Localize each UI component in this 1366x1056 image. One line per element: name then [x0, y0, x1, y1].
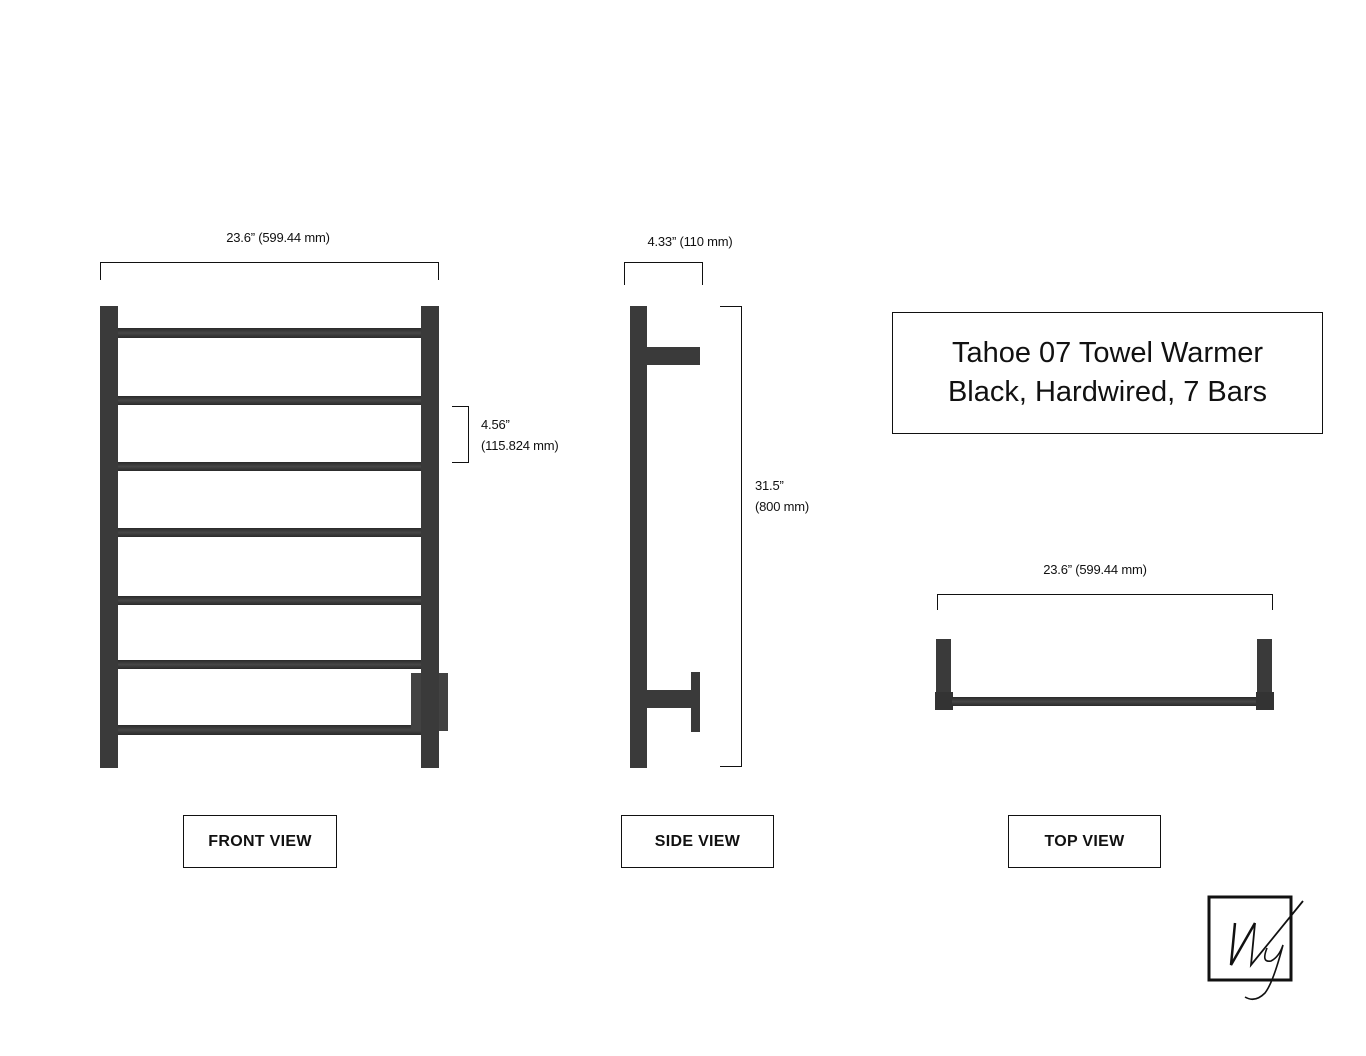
- towel-bar: [118, 660, 421, 669]
- right-post: [421, 306, 439, 768]
- front-width-dimension: 23.6” (599.44 mm): [226, 230, 330, 245]
- top-view-label: TOP VIEW: [1008, 815, 1161, 868]
- top-left-bracket: [935, 692, 953, 710]
- side-post: [630, 306, 647, 768]
- dim-tick: [1272, 594, 1273, 610]
- dim-tick: [100, 262, 101, 280]
- product-name: Tahoe 07 Towel Warmer: [951, 337, 1264, 369]
- dim-tick: [624, 262, 625, 285]
- towel-bar: [118, 596, 421, 605]
- spacing-dim-mm: (115.824 mm): [481, 438, 559, 453]
- product-title-box: Tahoe 07 Towel Warmer Black, Hardwired, …: [892, 312, 1323, 434]
- right-post-front: [421, 673, 439, 768]
- height-dim-mm: (800 mm): [755, 499, 810, 514]
- top-width-dimension: 23.6” (599.44 mm): [1043, 562, 1147, 577]
- spacing-dim-inches: 4.56”: [481, 417, 510, 432]
- depth-dim-line: [624, 262, 703, 263]
- dim-tick: [937, 594, 938, 610]
- top-width-dim-line: [937, 594, 1273, 595]
- towel-bar: [118, 396, 421, 405]
- depth-dimension: 4.33” (110 mm): [647, 234, 733, 249]
- brand-logo: [1205, 893, 1315, 1005]
- dim-tick: [452, 462, 468, 463]
- lower-wall-bracket: [647, 690, 692, 708]
- dim-tick: [702, 262, 703, 285]
- height-dim-line: [741, 306, 742, 767]
- top-left-post: [936, 639, 951, 693]
- top-right-bracket: [1256, 692, 1274, 710]
- dim-tick: [720, 306, 741, 307]
- towel-bar: [118, 328, 421, 338]
- towel-bar: [118, 528, 421, 537]
- towel-bar: [118, 725, 421, 735]
- top-right-post: [1257, 639, 1272, 693]
- side-view-label: SIDE VIEW: [621, 815, 774, 868]
- top-bar: [952, 697, 1257, 706]
- dim-tick: [438, 262, 439, 280]
- dim-tick: [720, 766, 741, 767]
- spacing-dim-line: [468, 406, 469, 463]
- wall-plate: [691, 672, 700, 732]
- left-post: [100, 306, 118, 768]
- upper-wall-bracket: [647, 347, 700, 365]
- height-dim-inches: 31.5”: [755, 478, 784, 493]
- front-width-dim-line: [100, 262, 439, 263]
- towel-bar: [118, 462, 421, 471]
- front-view-label: FRONT VIEW: [183, 815, 337, 868]
- dim-tick: [452, 406, 468, 407]
- product-variant: Black, Hardwired, 7 Bars: [947, 376, 1268, 408]
